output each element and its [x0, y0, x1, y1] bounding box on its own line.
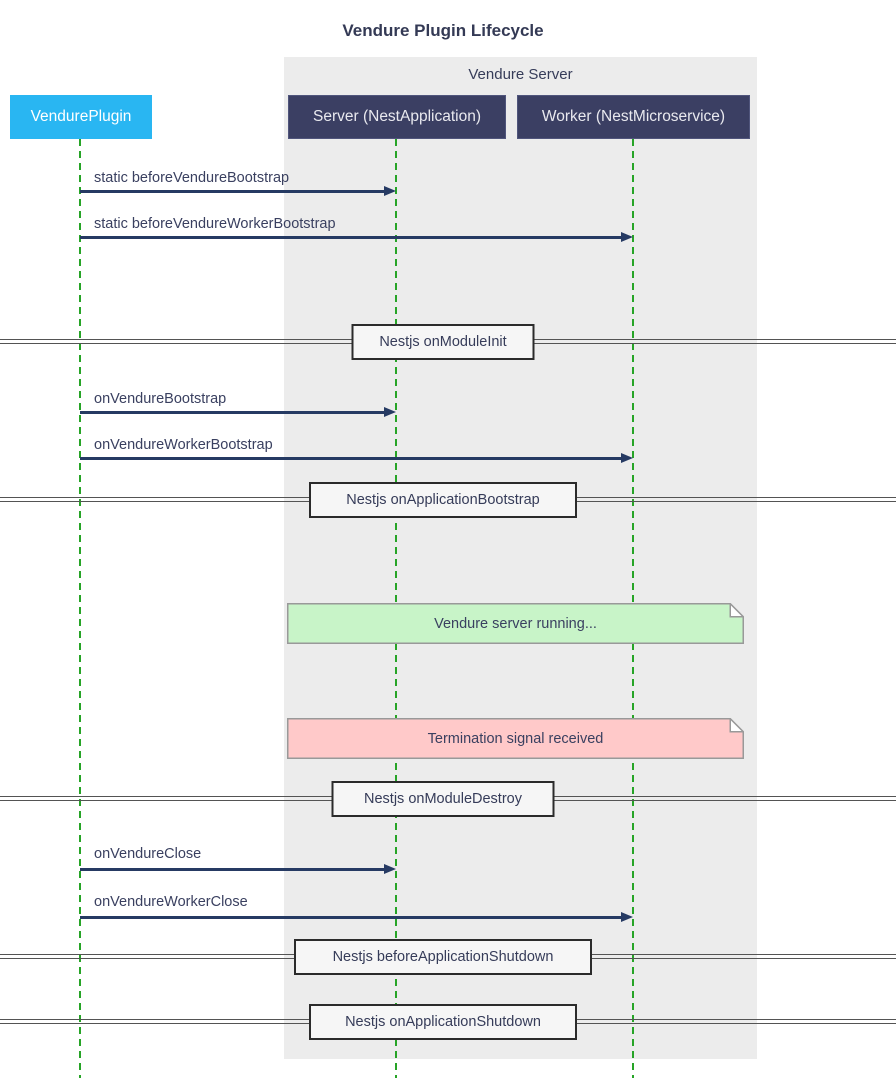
divider-3-box: Nestjs onModuleDestroy: [331, 781, 555, 817]
message-5-arrow: [80, 868, 385, 871]
message-5-label: onVendureClose: [94, 846, 202, 862]
divider-3-label: Nestjs onModuleDestroy: [364, 791, 522, 807]
message-3-label: onVendureBootstrap: [94, 391, 227, 407]
message-6-arrow: [80, 916, 622, 919]
note-server-running-label: Vendure server running...: [434, 615, 597, 632]
message-1-label: static beforeVendureBootstrap: [94, 170, 290, 186]
actor-vendureplugin: VendurePlugin: [10, 95, 152, 139]
divider-5-box: Nestjs onApplicationShutdown: [309, 1004, 577, 1040]
divider-1-label: Nestjs onModuleInit: [379, 334, 507, 350]
note-server-running: Vendure server running...: [287, 603, 744, 644]
divider-2-label: Nestjs onApplicationBootstrap: [346, 492, 540, 508]
divider-1-box: Nestjs onModuleInit: [351, 324, 535, 360]
diagram-title: Vendure Plugin Lifecycle: [342, 21, 544, 40]
message-4-arrow: [80, 457, 622, 460]
actor-vendureplugin-label: VendurePlugin: [30, 108, 132, 125]
actor-worker: Worker (NestMicroservice): [517, 95, 750, 139]
divider-4-label: Nestjs beforeApplicationShutdown: [332, 949, 554, 965]
message-3-arrow: [80, 411, 385, 414]
message-2-label: static beforeVendureWorkerBootstrap: [94, 216, 336, 232]
message-4-label: onVendureWorkerBootstrap: [94, 437, 273, 453]
note-shape-icon: [287, 603, 744, 644]
divider-4-box: Nestjs beforeApplicationShutdown: [294, 939, 592, 975]
message-1-arrow: [80, 190, 385, 193]
message-6-label: onVendureWorkerClose: [94, 894, 248, 910]
divider-2-box: Nestjs onApplicationBootstrap: [309, 482, 577, 518]
group-vendure-server: Vendure Server: [284, 57, 757, 1059]
message-2-arrow: [80, 236, 622, 239]
note-termination-signal: Termination signal received: [287, 718, 744, 759]
note-shape-icon: [287, 718, 744, 759]
actor-server-label: Server (NestApplication): [313, 108, 481, 125]
actor-worker-label: Worker (NestMicroservice): [541, 108, 726, 125]
lifeline-vendureplugin: [79, 139, 81, 1078]
actor-server: Server (NestApplication): [288, 95, 506, 139]
note-termination-signal-label: Termination signal received: [427, 730, 604, 747]
divider-5-label: Nestjs onApplicationShutdown: [345, 1014, 541, 1030]
group-label: Vendure Server: [468, 66, 573, 83]
